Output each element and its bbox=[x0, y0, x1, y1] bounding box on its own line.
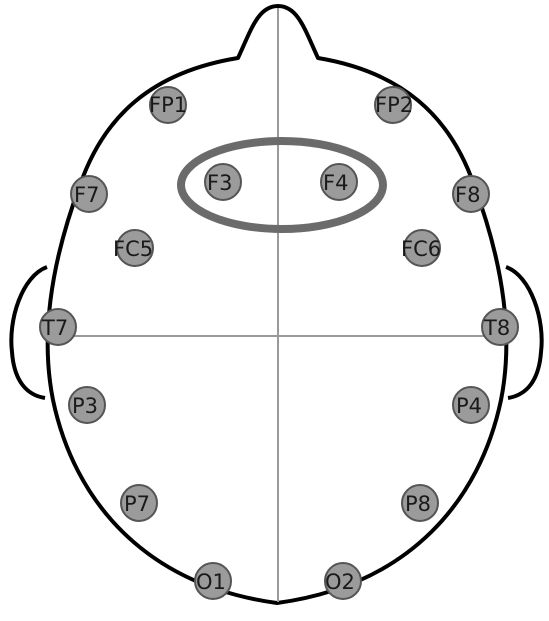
electrode-label: P3 bbox=[72, 394, 98, 418]
electrode-label: O1 bbox=[196, 570, 226, 594]
electrode-label: F8 bbox=[455, 183, 480, 207]
electrode-label: FP2 bbox=[375, 93, 413, 117]
electrode-label: P4 bbox=[456, 394, 482, 418]
electrode-f4: F4 bbox=[321, 164, 357, 200]
electrode-label: FP1 bbox=[149, 93, 187, 117]
electrode-p4: P4 bbox=[453, 387, 489, 423]
electrode-label: P7 bbox=[124, 492, 150, 516]
electrode-p8: P8 bbox=[402, 485, 438, 521]
electrode-f3: F3 bbox=[205, 164, 241, 200]
electrode-label: F7 bbox=[74, 183, 99, 207]
electrode-label: O2 bbox=[325, 570, 355, 594]
electrode-f7: F7 bbox=[71, 176, 107, 212]
electrode-o1: O1 bbox=[195, 563, 231, 599]
electrode-t8: T8 bbox=[482, 309, 518, 345]
electrode-o2: O2 bbox=[325, 563, 361, 599]
electrode-f8: F8 bbox=[453, 176, 489, 212]
electrode-label: P8 bbox=[405, 492, 431, 516]
electrode-p7: P7 bbox=[121, 485, 157, 521]
electrode-label: FC5 bbox=[113, 237, 153, 261]
electrode-label: T8 bbox=[483, 316, 510, 340]
electrode-p3: P3 bbox=[69, 387, 105, 423]
electrode-label: F4 bbox=[323, 171, 348, 195]
electrode-t7: T7 bbox=[40, 309, 76, 345]
electrode-label: F3 bbox=[207, 171, 232, 195]
electrode-label: T7 bbox=[41, 316, 68, 340]
electrode-label: FC6 bbox=[401, 237, 441, 261]
electrode-fp1: FP1 bbox=[149, 87, 187, 123]
